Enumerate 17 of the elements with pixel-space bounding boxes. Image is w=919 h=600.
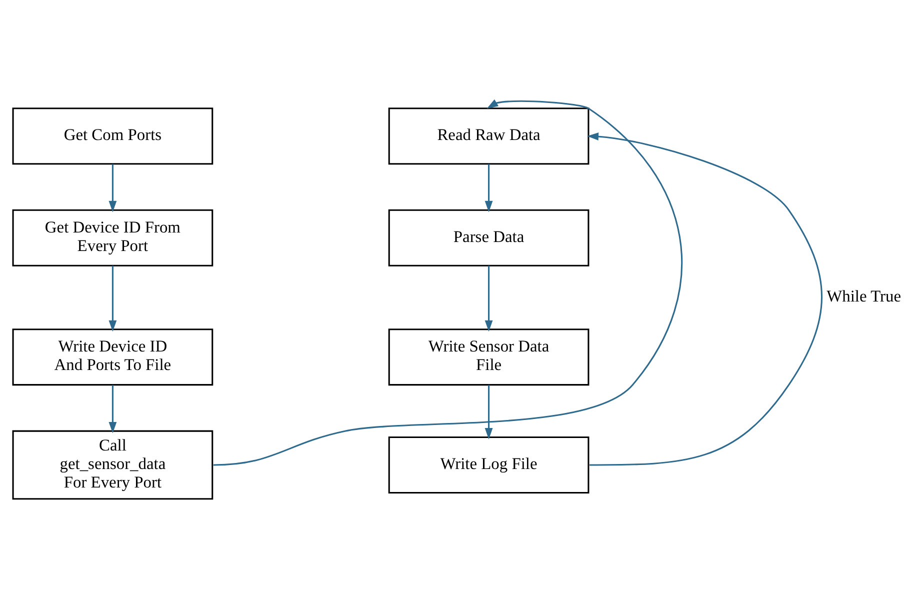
arrow bbox=[484, 385, 493, 440]
node-box: Get Com Ports bbox=[12, 108, 214, 165]
arrow bbox=[587, 132, 823, 466]
node-box: Parse Data bbox=[388, 209, 590, 266]
node-box: Call get_sensor_data For Every Port bbox=[12, 430, 214, 500]
node-box: Write Log File bbox=[388, 436, 590, 494]
arrow bbox=[108, 164, 117, 212]
arrow bbox=[108, 385, 117, 434]
node-box: Write Device ID And Ports To File bbox=[12, 328, 214, 386]
arrow bbox=[213, 99, 682, 466]
arrow bbox=[484, 164, 493, 212]
node-box: Write Sensor Data File bbox=[388, 328, 590, 386]
arrow bbox=[484, 266, 493, 332]
arrow bbox=[108, 266, 117, 332]
node-box: Read Raw Data bbox=[388, 108, 590, 165]
edge-label: While True bbox=[826, 286, 902, 306]
node-box: Get Device ID From Every Port bbox=[12, 209, 214, 266]
